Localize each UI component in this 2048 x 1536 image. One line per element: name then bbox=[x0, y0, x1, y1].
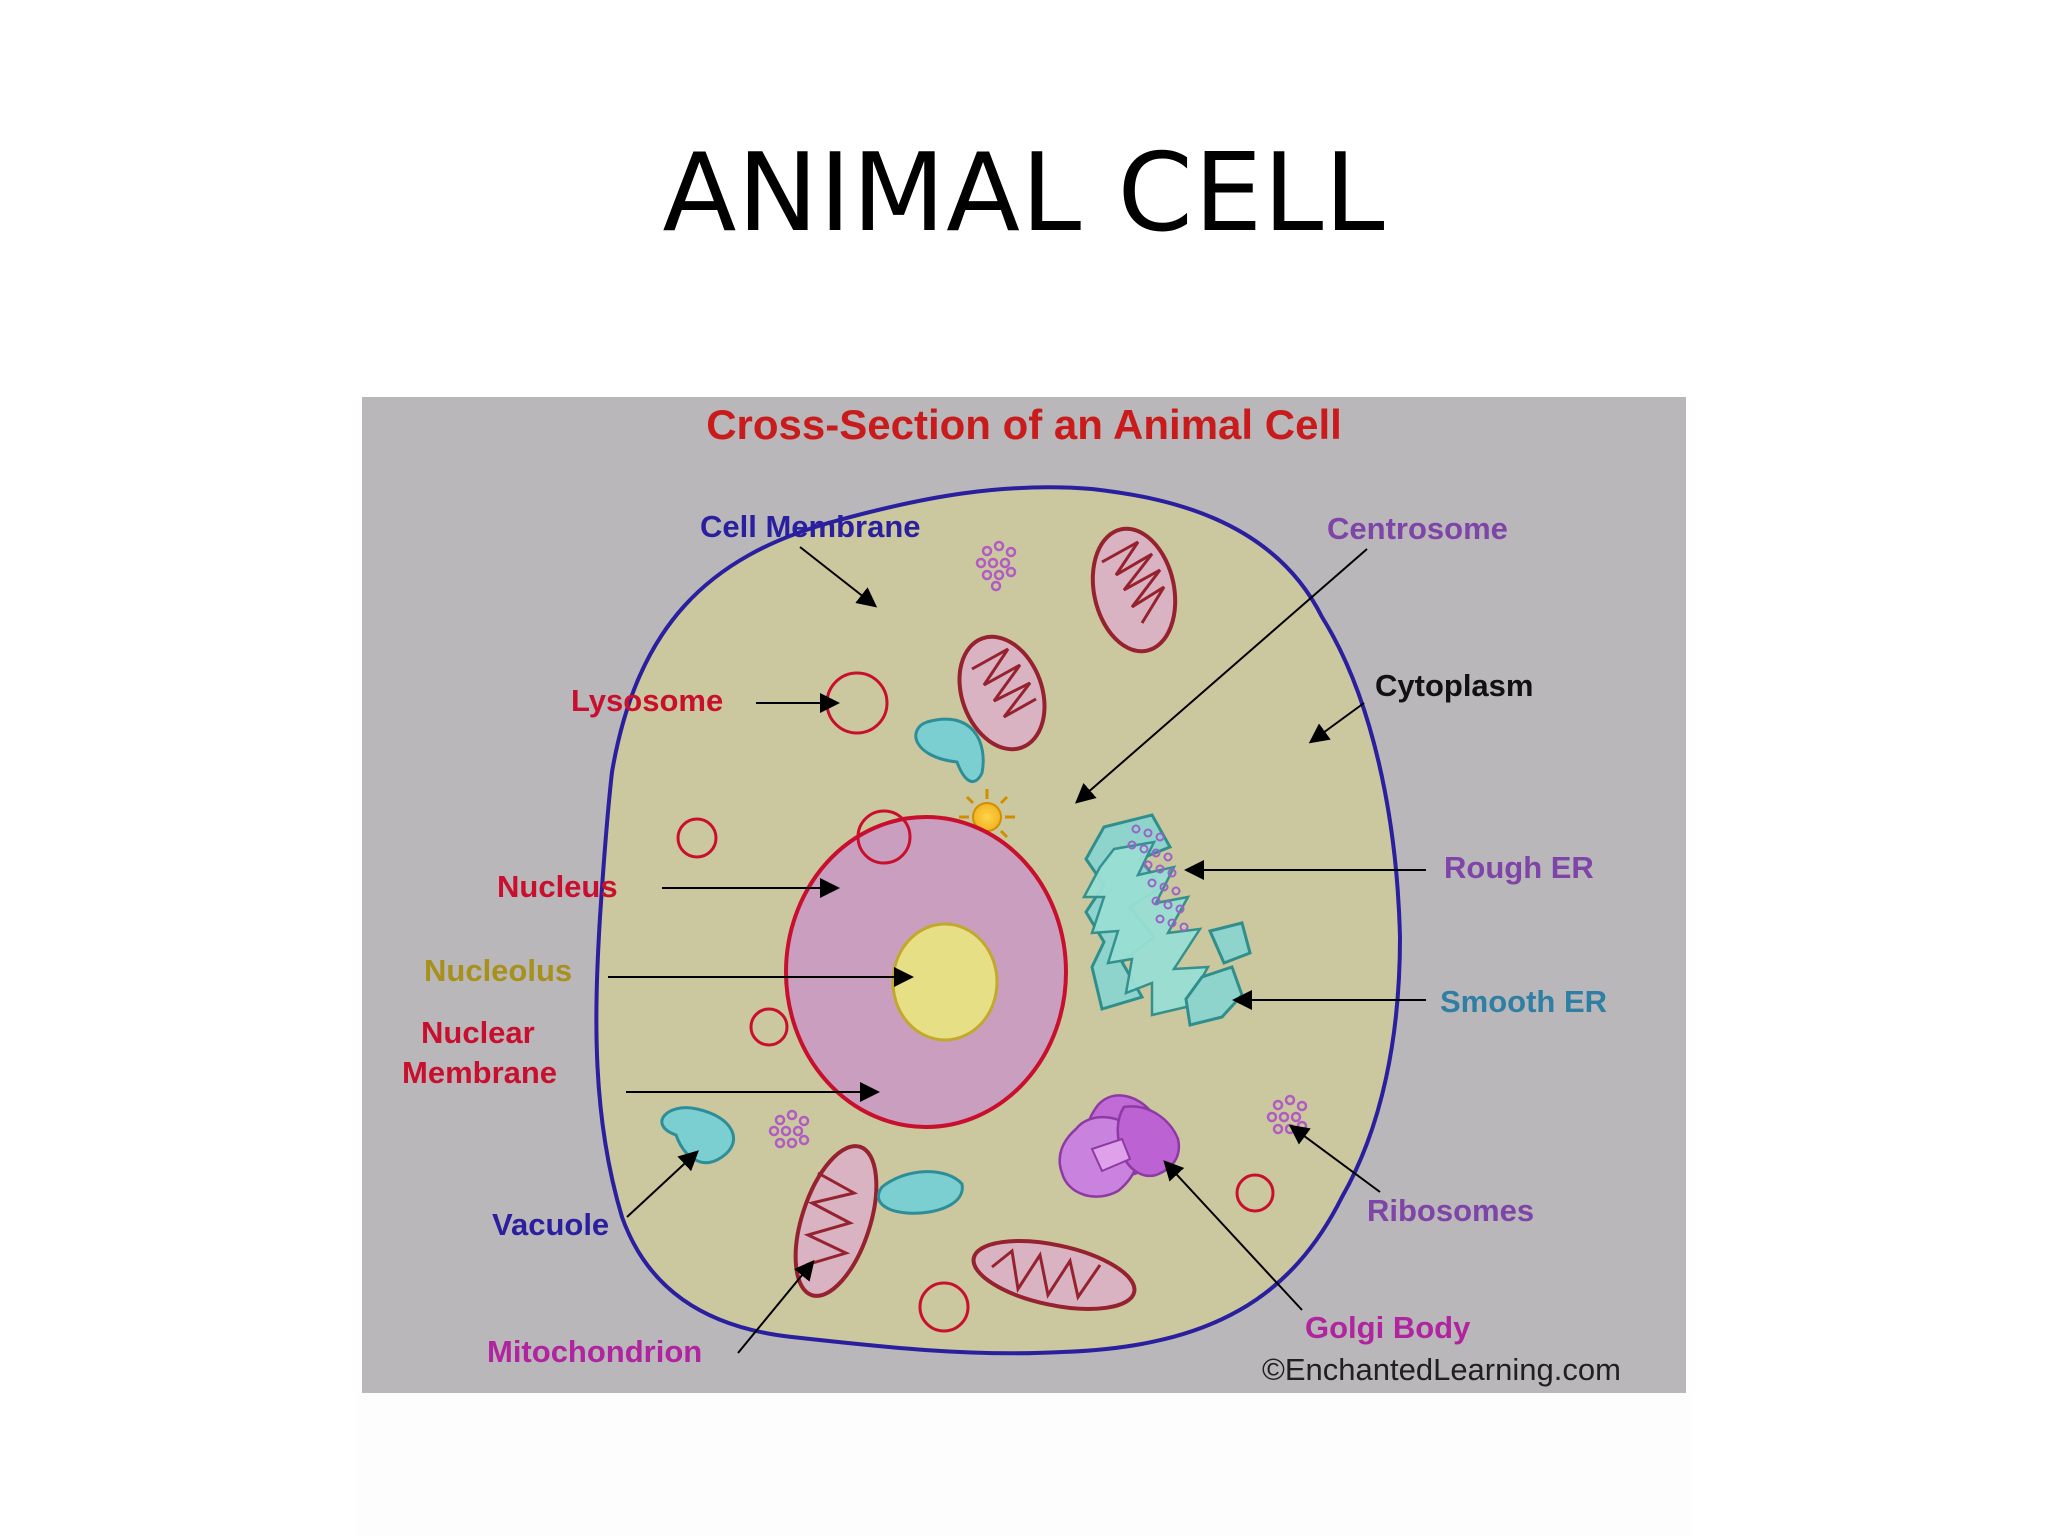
vacuole-bottom bbox=[876, 1170, 964, 1215]
label-mitochondrion: Mitochondrion bbox=[487, 1334, 702, 1369]
animal-cell-svg: Cross-Section of an Animal Cell bbox=[362, 397, 1686, 1393]
mitochondrion-pointer bbox=[737, 1259, 815, 1354]
lysosomes-group bbox=[676, 671, 1275, 1333]
lysosome-2 bbox=[676, 817, 718, 859]
label-cytoplasm: Cytoplasm bbox=[1375, 668, 1533, 703]
mitochondrion-middle bbox=[957, 634, 1047, 752]
ribosome-cluster-top bbox=[975, 540, 1017, 592]
label-centrosome: Centrosome bbox=[1327, 511, 1508, 546]
lysosome-6 bbox=[918, 1281, 970, 1333]
label-nuclear-membrane-line-1: Nuclear bbox=[421, 1015, 535, 1050]
label-smooth-er: Smooth ER bbox=[1440, 984, 1607, 1019]
nucleolus bbox=[891, 922, 999, 1042]
mitochondrion-top bbox=[1090, 526, 1178, 654]
golgi-body-pointer bbox=[1163, 1160, 1303, 1311]
slide-bottom-strip bbox=[356, 1393, 1692, 1536]
vacuole-pointer bbox=[626, 1150, 699, 1218]
label-nuclear-membrane-line-2: Membrane bbox=[402, 1055, 557, 1090]
label-lysosome: Lysosome bbox=[571, 683, 723, 718]
lysosome-4 bbox=[749, 1007, 789, 1047]
label-vacuole: Vacuole bbox=[492, 1207, 609, 1242]
label-cell-membrane: Cell Membrane bbox=[700, 509, 921, 544]
leader-lines bbox=[608, 546, 1426, 1354]
label-golgi-body: Golgi Body bbox=[1305, 1310, 1471, 1345]
diagram-title: Cross-Section of an Animal Cell bbox=[706, 401, 1342, 448]
ribosome-cluster-left bbox=[768, 1109, 810, 1149]
cytoplasm-pointer bbox=[1308, 702, 1365, 744]
slide-title: ANIMAL CELL bbox=[662, 131, 1386, 256]
label-nucleolus: Nucleolus bbox=[424, 953, 572, 988]
diagram-credit: ©EnchantedLearning.com bbox=[1262, 1352, 1621, 1387]
label-rough-er: Rough ER bbox=[1444, 850, 1594, 885]
er-complex bbox=[1081, 813, 1252, 1027]
label-nucleus: Nucleus bbox=[497, 869, 618, 904]
mitochondrion-bottom bbox=[971, 1239, 1137, 1311]
cell-membrane-pointer bbox=[799, 546, 878, 608]
rough-er-ribosomes bbox=[1127, 824, 1189, 932]
centrosome-pointer bbox=[1074, 548, 1368, 804]
golgi-body bbox=[1058, 1094, 1181, 1198]
lysosome-3 bbox=[856, 809, 912, 865]
vacuole-upper bbox=[914, 717, 985, 784]
ribosomes-pointer bbox=[1288, 1124, 1381, 1193]
animal-cell-diagram: Cross-Section of an Animal Cell bbox=[362, 397, 1686, 1393]
mitochondrion-lower-left bbox=[793, 1144, 879, 1298]
lysosome-5 bbox=[1235, 1173, 1275, 1213]
label-ribosomes: Ribosomes bbox=[1367, 1193, 1534, 1228]
